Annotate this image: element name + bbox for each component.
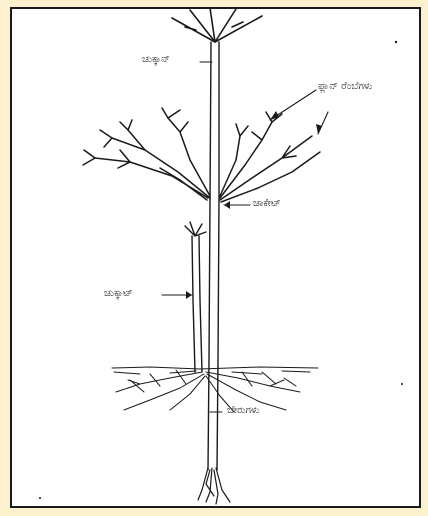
label-joint: ಜಾಕೇಟ್ <box>253 199 281 209</box>
specks <box>39 41 403 499</box>
top-crown <box>172 8 262 42</box>
pointers <box>162 62 328 412</box>
ground <box>112 367 318 374</box>
main-stem <box>208 42 219 470</box>
taproots <box>198 468 230 504</box>
right-branches <box>220 112 320 202</box>
label-side-sucker: ಚುಕ್ಕಾಟ್ <box>104 289 133 299</box>
label-roots: ಬೇರುಗಳು <box>227 406 260 416</box>
left-branches <box>83 108 210 200</box>
label-branch-heads: ಫ್ಲಾನ್ ರೆಂಬೆಗಳು <box>318 82 372 92</box>
label-top-sucker: ಚುಕ್ಕಾನ್ <box>142 55 170 65</box>
